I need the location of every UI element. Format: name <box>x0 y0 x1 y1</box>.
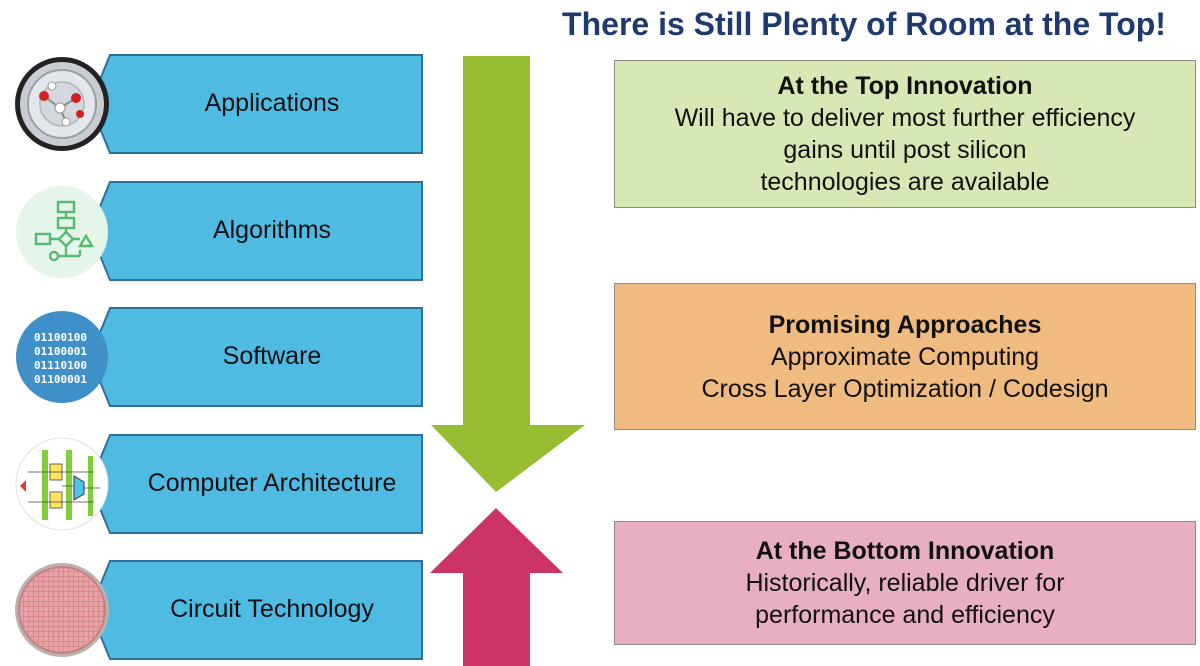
layer-label: Software <box>222 341 322 370</box>
promising-approaches-box: Promising Approaches Approximate Computi… <box>614 283 1196 430</box>
layer-label: Circuit Technology <box>170 594 374 623</box>
layer-software: 01100100 01100001 01110100 01100001 Soft… <box>12 306 424 410</box>
page-title: There is Still Plenty of Room at the Top… <box>562 6 1166 42</box>
flowchart-icon <box>14 184 110 280</box>
up-arrow <box>430 508 563 666</box>
box-line: Approximate Computing <box>770 342 1040 371</box>
layer-label: Computer Architecture <box>147 468 397 497</box>
down-arrow <box>431 56 585 492</box>
layer-computer-architecture: Computer Architecture <box>12 433 424 537</box>
layer-label: Algorithms <box>212 215 332 244</box>
box-line: Cross Layer Optimization / Codesign <box>701 374 1109 403</box>
molecule-dish-icon <box>14 56 110 152</box>
layer-algorithms: Algorithms <box>12 180 424 284</box>
binary-line: 01100100 <box>34 331 87 344</box>
box-line: technologies are available <box>760 168 1050 196</box>
bottom-innovation-box: At the Bottom Innovation Historically, r… <box>614 521 1196 645</box>
box-line: gains until post silicon <box>783 136 1027 164</box>
pipeline-schematic-icon <box>14 436 110 532</box>
box-line: performance and efficiency <box>755 601 1055 629</box>
binary-code-icon: 01100100 01100001 01110100 01100001 <box>14 309 110 405</box>
binary-line: 01100001 <box>34 373 87 386</box>
box-title: At the Top Innovation <box>777 72 1033 100</box>
binary-line: 01110100 <box>34 359 87 372</box>
layer-applications: Applications <box>12 53 424 157</box>
box-title: At the Bottom Innovation <box>755 537 1055 565</box>
box-line: Historically, reliable driver for <box>745 569 1065 597</box>
silicon-wafer-icon <box>14 562 110 658</box>
layer-label: Applications <box>204 88 340 117</box>
layer-circuit-technology: Circuit Technology <box>12 559 424 663</box>
top-innovation-box: At the Top Innovation Will have to deliv… <box>614 60 1196 208</box>
box-title: Promising Approaches <box>768 310 1042 339</box>
binary-line: 01100001 <box>34 345 87 358</box>
box-line: Will have to deliver most further effici… <box>674 104 1136 132</box>
